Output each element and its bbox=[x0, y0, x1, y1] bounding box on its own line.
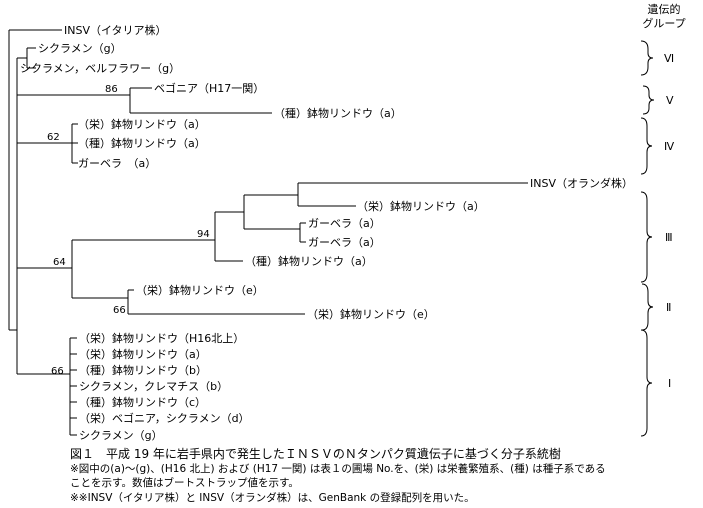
bootstrap-value: 86 bbox=[105, 84, 118, 95]
group-label: Ⅱ bbox=[666, 301, 672, 314]
leaf-label: （栄）鉢物リンドウ（a） bbox=[78, 118, 206, 131]
leaf-label: （種）鉢物リンドウ（a） bbox=[274, 107, 402, 120]
bootstrap-value: 62 bbox=[47, 132, 60, 143]
leaf-label: （種）鉢物リンドウ（c） bbox=[79, 396, 207, 409]
group-bracket bbox=[640, 329, 653, 437]
group-label: Ⅲ bbox=[665, 231, 673, 244]
leaf-label: ガーベラ（a） bbox=[308, 236, 381, 249]
leaf-label: （栄）鉢物リンドウ（e） bbox=[307, 308, 435, 321]
bootstrap-value: 64 bbox=[53, 257, 66, 268]
group-bracket bbox=[640, 40, 654, 76]
leaf-label: シクラメン，クレマチス（b） bbox=[79, 380, 229, 393]
figure-caption: 図１ 平成 19 年に岩手県内で発生したＩＮＳＶのＮタンパク質遺伝子に基づく分子… bbox=[70, 447, 561, 461]
leaf-label: （種）鉢物リンドウ（a） bbox=[78, 137, 206, 150]
leaf-label: （種）鉢物リンドウ（a） bbox=[245, 255, 373, 268]
leaf-label: INSV（イタリア株） bbox=[64, 24, 167, 37]
bootstrap-value: 66 bbox=[113, 305, 126, 316]
leaf-label: （栄）鉢物リンドウ（e） bbox=[136, 284, 264, 297]
leaf-label: シクラメン（g） bbox=[38, 42, 122, 55]
leaf-label: INSV（オランダ株） bbox=[530, 177, 633, 190]
group-label: Ⅵ bbox=[664, 52, 675, 65]
group-bracket bbox=[641, 283, 654, 331]
header-line-1: 遺伝的 bbox=[647, 3, 681, 16]
genetic-group-header: 遺伝的 グループ bbox=[634, 3, 694, 31]
leaf-label: ベゴニア（H17一関） bbox=[154, 82, 265, 95]
group-bracket bbox=[640, 191, 653, 283]
bootstrap-value: 94 bbox=[197, 229, 210, 240]
group-label: Ⅴ bbox=[666, 94, 674, 107]
leaf-label: （栄）鉢物リンドウ（H16北上） bbox=[79, 332, 245, 345]
group-label: Ⅳ bbox=[664, 140, 675, 153]
bootstrap-value: 66 bbox=[51, 366, 64, 377]
leaf-label: ガーベラ （a） bbox=[78, 157, 157, 170]
figure-note: ことを示す。数値はブートストラップ値を示す。 bbox=[70, 477, 299, 489]
leaf-label: （種）鉢物リンドウ（b） bbox=[79, 364, 207, 377]
leaf-label: ガーベラ（a） bbox=[308, 217, 381, 230]
leaf-label: （栄）ベゴニア，シクラメン（d） bbox=[79, 412, 250, 425]
figure-note: ※図中の(a)～(g)、(H16 北上) および (H17 一関) は表１の圃場… bbox=[70, 463, 606, 475]
group-bracket bbox=[640, 117, 653, 175]
figure-note: ※※INSV（イタリア株）と INSV（オランダ株）は、GenBank の登録配… bbox=[70, 492, 475, 504]
leaf-label: （栄）鉢物リンドウ（a） bbox=[79, 348, 207, 361]
header-line-2: グループ bbox=[642, 17, 686, 30]
leaf-label: （栄）鉢物リンドウ（a） bbox=[357, 200, 485, 213]
leaf-label: シクラメン（g） bbox=[79, 429, 163, 442]
group-bracket bbox=[642, 85, 655, 115]
group-label: Ⅰ bbox=[668, 377, 672, 390]
leaf-label: シクラメン，ベルフラワー（g） bbox=[20, 62, 181, 75]
